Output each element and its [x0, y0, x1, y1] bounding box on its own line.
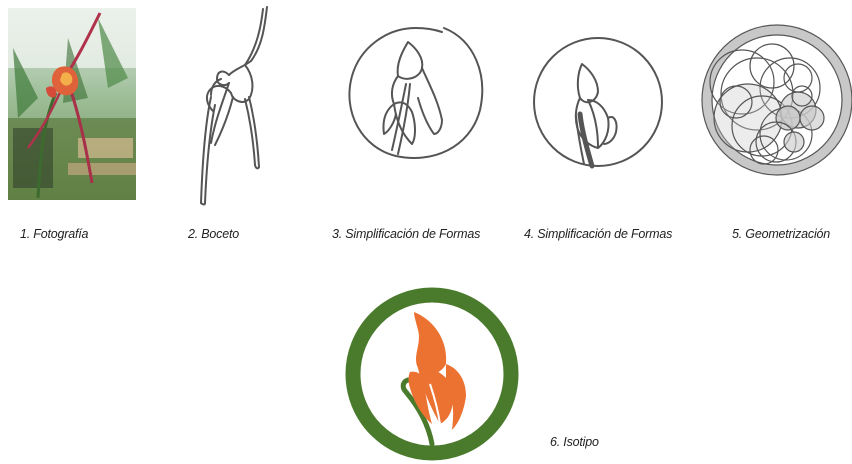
geometrization-drawing	[702, 22, 852, 178]
orchid-photograph	[8, 8, 136, 200]
step-2-caption: 2. Boceto	[188, 227, 239, 241]
sketch-drawing	[185, 5, 285, 205]
simplification-2-drawing	[532, 36, 664, 168]
orchid-photo-illustration	[8, 8, 136, 200]
step-1-caption: 1. Fotografía	[20, 227, 88, 241]
isotipo-logo	[342, 284, 522, 464]
step-6-caption: 6. Isotipo	[550, 435, 599, 449]
step-4-caption: 4. Simplificación de Formas	[524, 227, 672, 241]
step-3-caption: 3. Simplificación de Formas	[332, 227, 480, 241]
simplification-1-drawing	[346, 24, 486, 164]
step-5-caption: 5. Geometrización	[732, 227, 830, 241]
